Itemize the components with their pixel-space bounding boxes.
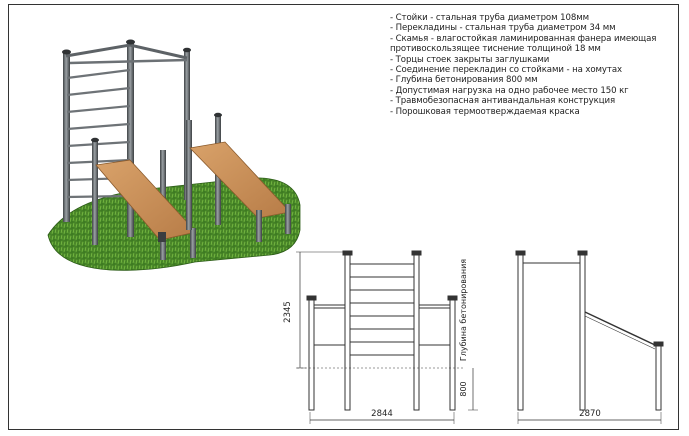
height-dimension: 2345 [283,301,293,323]
spec-item: - Допустимая нагрузка на одно рабочее ме… [390,85,629,96]
spec-item: - Порошковая термоотверждаемая краска [390,106,580,117]
spec-item: - Скамья - влагостойкая ламинированная ф… [390,33,657,44]
sheet-border [8,4,679,430]
spec-item: противоскользящее тиснение толщиной 18 м… [390,44,601,55]
spec-item: - Торцы стоек закрыты заглушками [390,54,550,65]
spec-item: - Травмобезопасная антивандальная констр… [390,96,616,107]
bench-left [91,137,197,260]
spec-item: - Соединение перекладин со стойками - на… [390,65,622,76]
depth-dimension: 800 [459,381,468,396]
width-dimension: 2844 [371,409,393,419]
spec-item: - Глубина бетонирования 800 мм [390,75,538,86]
bench-right [186,112,291,242]
side-width-dimension: 2870 [579,409,601,419]
spec-item: - Перекладины - стальная труба диаметром… [390,23,616,34]
spec-list: - Стойки - стальная труба диаметром 108м… [390,13,680,117]
spec-item: - Стойки - стальная труба диаметром 108м… [390,13,589,23]
depth-label: Глубина бетонирования [459,259,468,361]
